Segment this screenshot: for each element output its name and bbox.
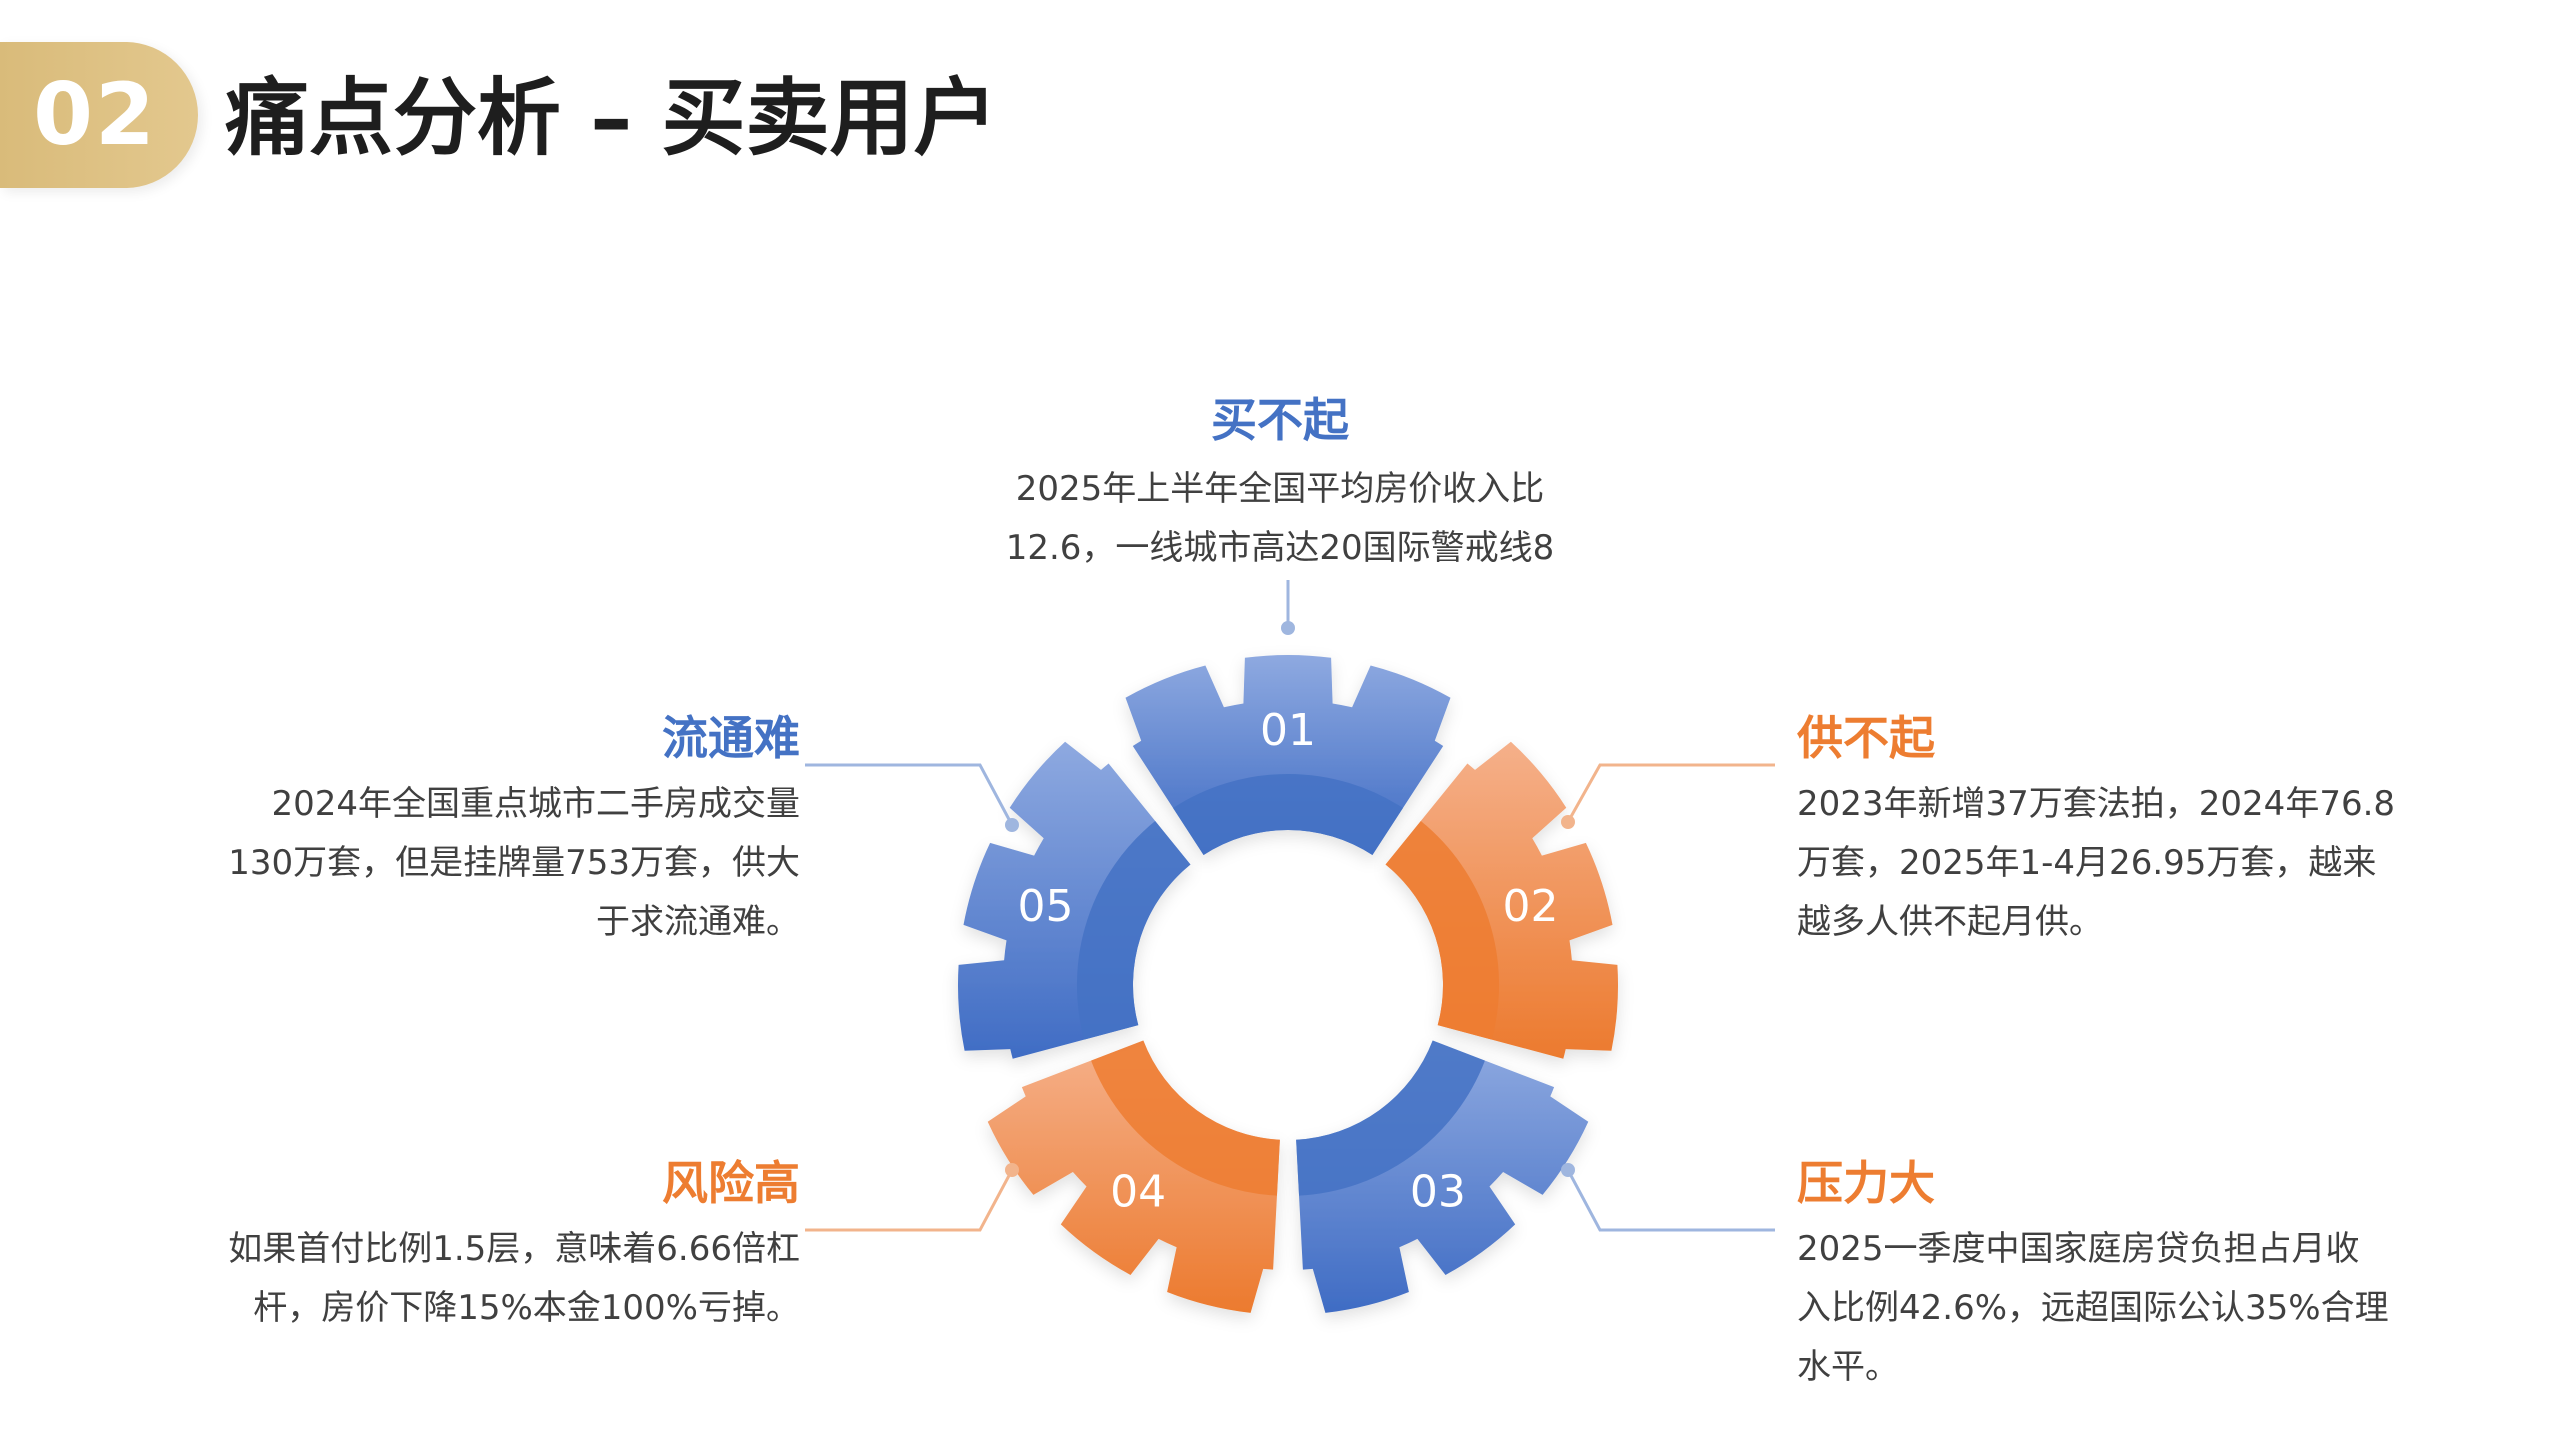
- gear-inner-band: [1385, 821, 1500, 1040]
- connector-03: [1561, 1163, 1775, 1232]
- section-number: 02: [33, 65, 157, 165]
- segment-number-label: 02: [1503, 881, 1559, 932]
- point-title-supply: 供不起: [1797, 711, 1935, 765]
- point-title-risk: 风险高: [662, 1156, 800, 1210]
- connector-01: [1281, 580, 1295, 635]
- connector-dot: [1005, 818, 1019, 832]
- gear-inner-band: [1295, 1039, 1485, 1196]
- gear-segment-shape: [1296, 1040, 1589, 1313]
- connector-line: [805, 1169, 1014, 1232]
- desc-line: 于求流通难。: [596, 902, 800, 942]
- connector-line: [1566, 1169, 1775, 1232]
- desc-line: 水平。: [1797, 1347, 1899, 1387]
- desc-line: 2023年新增37万套法拍，2024年76.8: [1797, 784, 2396, 824]
- segment-number-label: 04: [1110, 1166, 1166, 1217]
- desc-line: 越多人供不起月供。: [1797, 902, 2103, 942]
- gear-inner-band: [1076, 821, 1191, 1040]
- page-title: 痛点分析 – 买卖用户: [225, 69, 998, 167]
- segment-05: 05: [957, 741, 1191, 1059]
- point-title-circulation: 流通难: [662, 711, 800, 765]
- segment-number-label: 03: [1410, 1166, 1466, 1217]
- desc-line: 入比例42.6%，远超国际公认35%合理: [1797, 1288, 2389, 1328]
- desc-line: 如果首付比例1.5层，意味着6.66倍杠: [228, 1229, 800, 1269]
- segment-01: 01: [1125, 654, 1451, 856]
- point-desc-risk: 如果首付比例1.5层，意味着6.66倍杠 杆，房价下降15%本金100%亏掉。: [160, 1220, 800, 1338]
- segment-number-label: 05: [1018, 881, 1074, 932]
- connector-dot: [1561, 1163, 1575, 1177]
- desc-line: 万套，2025年1-4月26.95万套，越来: [1797, 843, 2377, 883]
- desc-line: 130万套，但是挂牌量753万套，供大: [228, 843, 800, 883]
- connector-line: [1566, 763, 1775, 823]
- desc-line: 杆，房价下降15%本金100%亏掉。: [253, 1288, 800, 1328]
- gear-inner-band: [1091, 1039, 1281, 1196]
- point-desc-buy: 2025年上半年全国平均房价收入比 12.6，一线城市高达20国际警戒线8: [930, 460, 1630, 578]
- connector-line: [805, 763, 1014, 826]
- point-title-buy: 买不起: [1211, 393, 1349, 447]
- connector-02: [1561, 763, 1775, 829]
- segment-number-label: 01: [1260, 705, 1316, 756]
- segment-04: 04: [987, 1039, 1281, 1313]
- desc-line: 12.6，一线城市高达20国际警戒线8: [1005, 528, 1555, 568]
- point-desc-supply: 2023年新增37万套法拍，2024年76.8 万套，2025年1-4月26.9…: [1797, 775, 2437, 952]
- desc-line: 2025一季度中国家庭房贷负担占月收: [1797, 1229, 2360, 1269]
- point-desc-circulation: 2024年全国重点城市二手房成交量 130万套，但是挂牌量753万套，供大 于求…: [160, 775, 800, 952]
- gear-inner-band: [1173, 774, 1403, 856]
- gear-segment-shape: [987, 1040, 1280, 1313]
- segment-02: 02: [1385, 741, 1619, 1059]
- connector-dot: [1005, 1163, 1019, 1177]
- connector-dot: [1281, 621, 1295, 635]
- section-number-badge: 02: [0, 42, 198, 188]
- desc-line: 2025年上半年全国平均房价收入比: [1015, 469, 1545, 509]
- segment-03: 03: [1295, 1039, 1589, 1313]
- connector-05: [805, 763, 1019, 832]
- point-title-pressure: 压力大: [1797, 1156, 1935, 1210]
- point-desc-pressure: 2025一季度中国家庭房贷负担占月收 入比例42.6%，远超国际公认35%合理 …: [1797, 1220, 2437, 1397]
- connector-04: [805, 1163, 1019, 1232]
- desc-line: 2024年全国重点城市二手房成交量: [271, 784, 800, 824]
- connector-dot: [1561, 815, 1575, 829]
